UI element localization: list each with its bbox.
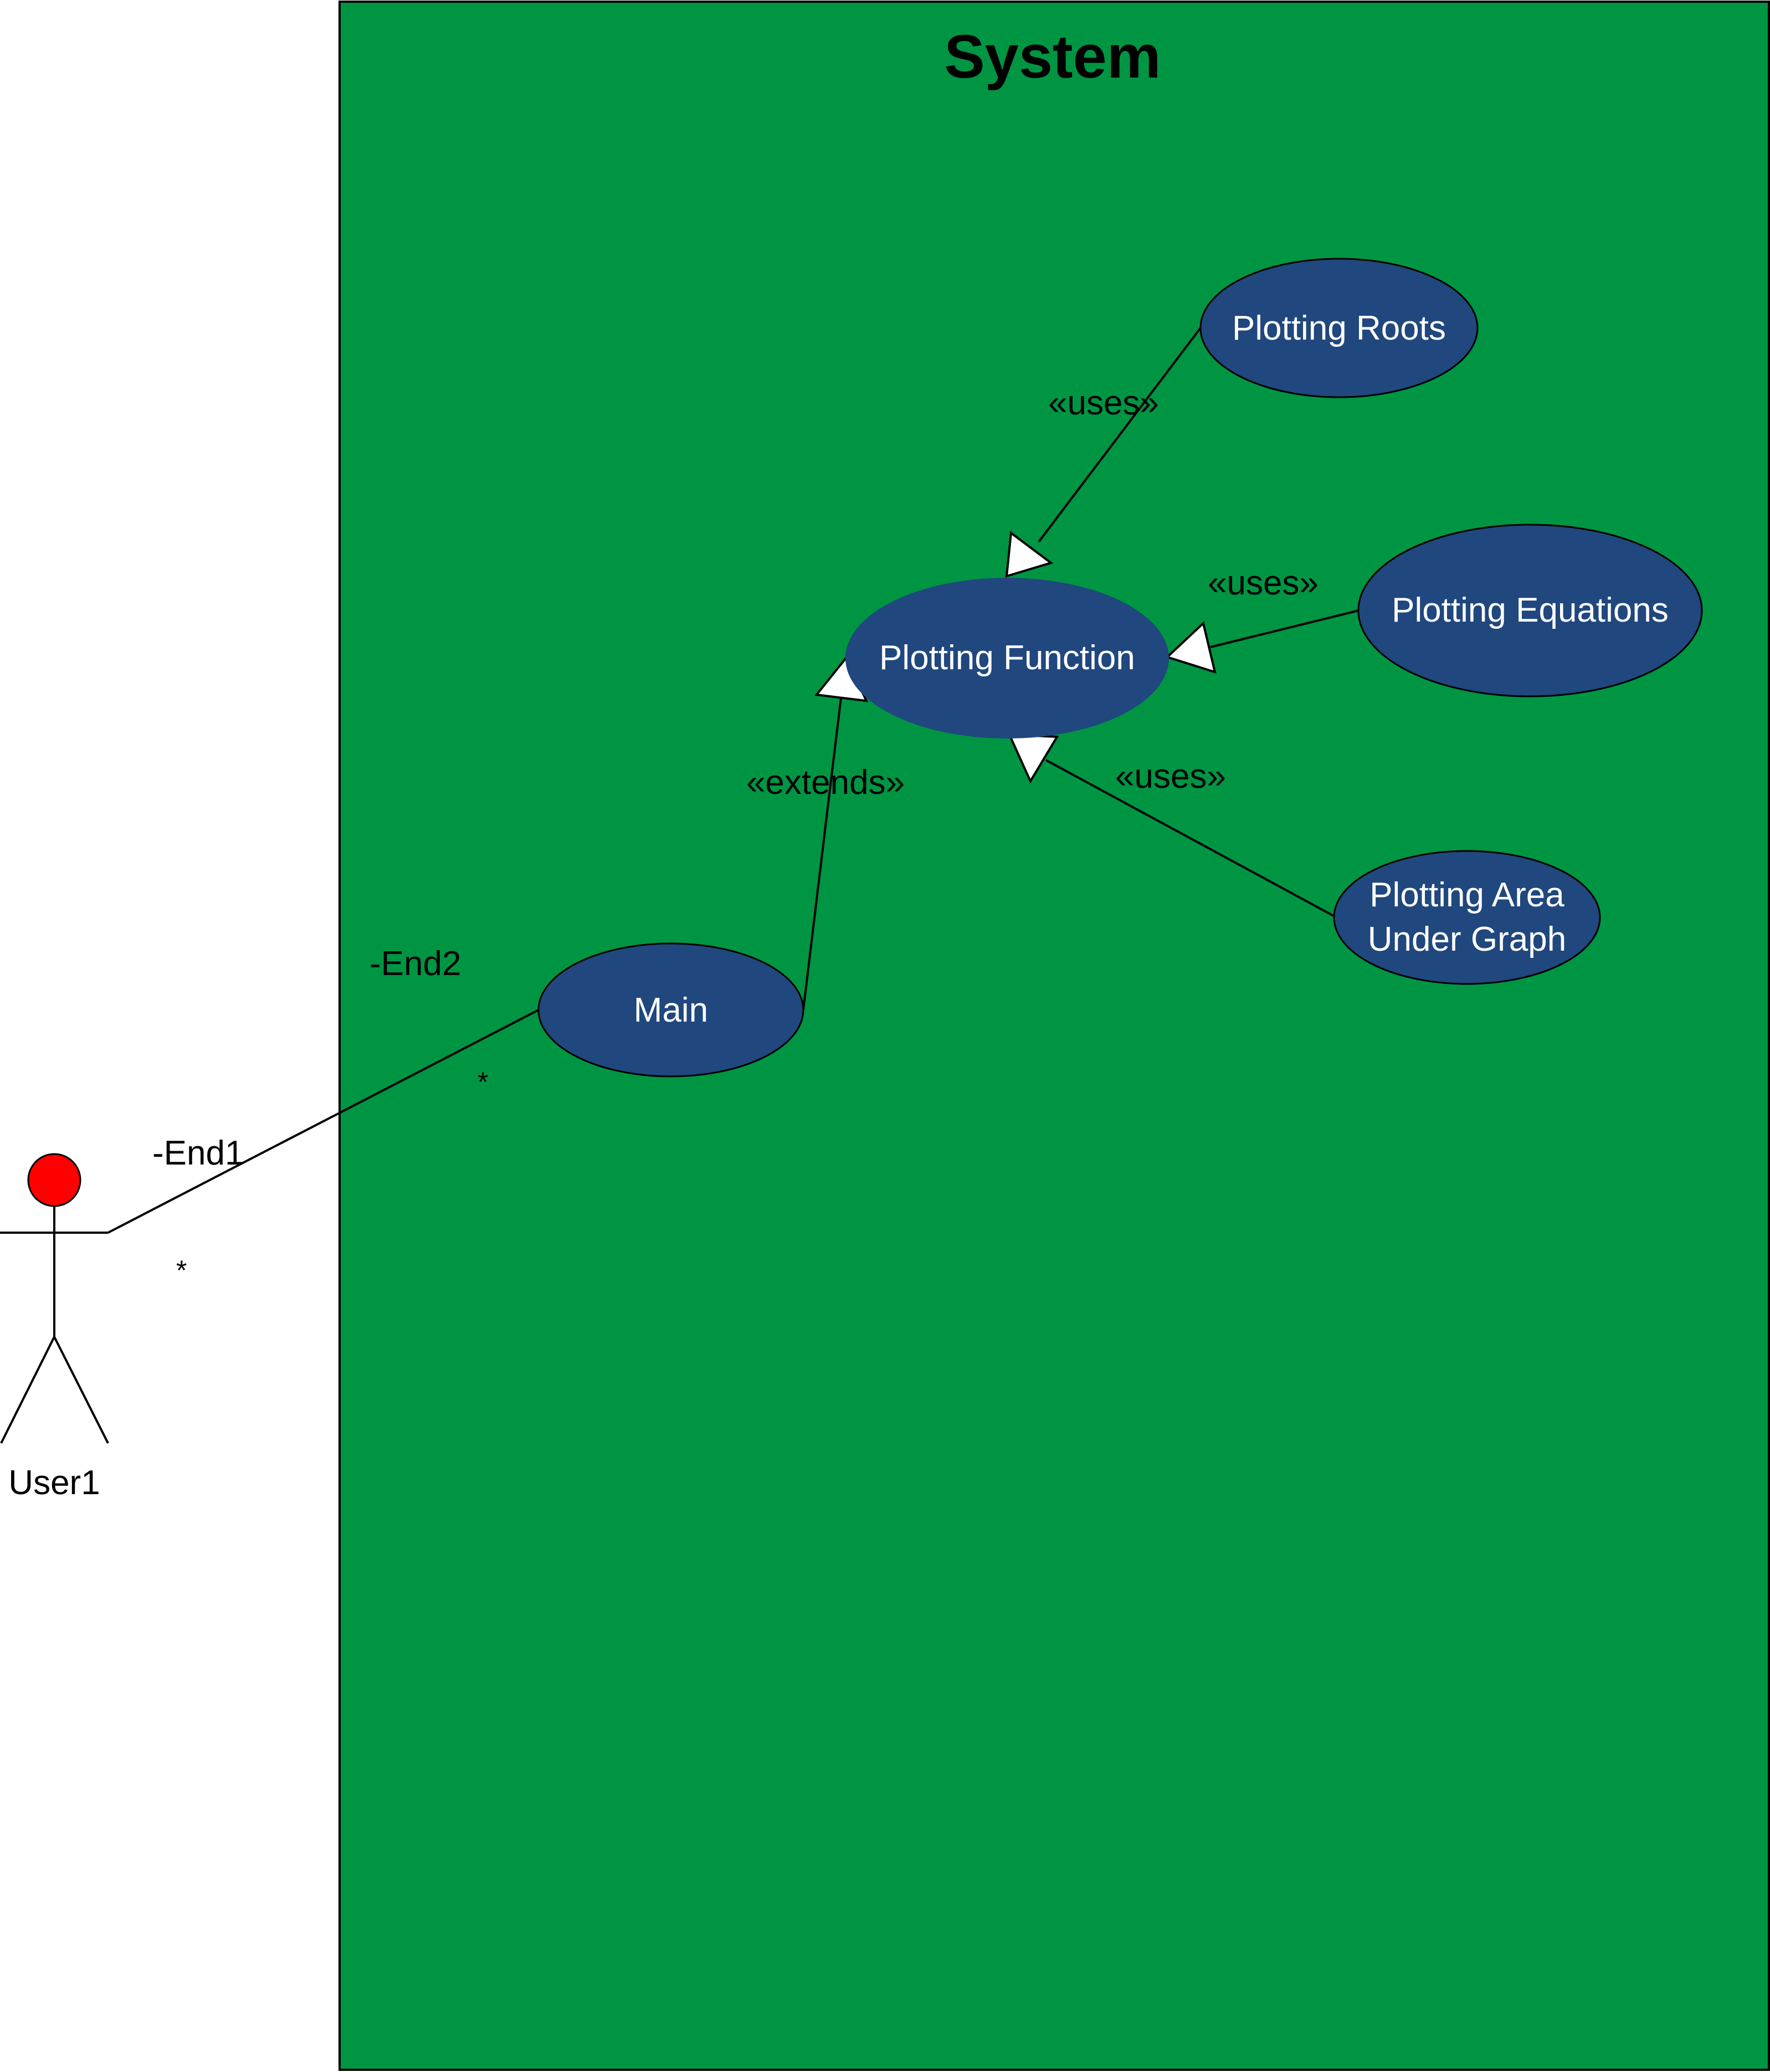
usecase-plotting-function-shape	[845, 578, 1169, 738]
system-title: System	[944, 23, 1161, 91]
usecase-plotting-function[interactable]: Plotting Function	[845, 578, 1169, 738]
usecase-plotting-area-label-line2: Under Graph	[1368, 920, 1566, 958]
usecase-plotting-function-label: Plotting Function	[879, 639, 1135, 677]
roots-uses-arrowhead	[1005, 531, 1054, 578]
area-uses-line	[1045, 759, 1334, 917]
actor-right-leg	[53, 1336, 109, 1444]
usecase-plotting-area-label-line1: Plotting Area	[1369, 876, 1564, 914]
usecase-plotting-roots-shape	[1199, 258, 1479, 398]
extends-stereotype-label: «extends»	[746, 763, 905, 802]
roots-uses-line	[1038, 327, 1202, 543]
usecase-main-label: Main	[634, 991, 708, 1029]
association-multiplicity-end2: *	[478, 1066, 488, 1097]
usecase-plotting-equations[interactable]: Plotting Equations	[1357, 524, 1703, 697]
association-line	[107, 1009, 539, 1234]
actor-name-label: User1	[8, 1464, 100, 1502]
usecase-plotting-equations-label: Plotting Equations	[1392, 591, 1669, 629]
equations-uses-stereotype-label: «uses»	[1208, 564, 1318, 602]
usecase-main[interactable]: Main	[537, 942, 804, 1078]
actor-user1[interactable]: User1	[0, 1153, 109, 1502]
equations-uses-arrowhead	[1165, 621, 1217, 674]
usecase-plotting-area[interactable]: Plotting Area Under Graph	[1333, 850, 1601, 985]
actor-head	[27, 1153, 81, 1207]
extends-line	[802, 697, 842, 1011]
usecase-main-shape	[537, 942, 804, 1078]
area-uses-stereotype-label: «uses»	[1115, 757, 1226, 796]
usecase-plotting-equations-shape	[1357, 524, 1703, 697]
usecase-plotting-area-shape	[1333, 850, 1601, 985]
actor-left-leg	[0, 1336, 55, 1444]
association-multiplicity-end1: *	[176, 1255, 187, 1286]
association-role-end1: -End1	[152, 1134, 244, 1172]
usecase-plotting-roots-label: Plotting Roots	[1232, 309, 1446, 347]
roots-uses-stereotype-label: «uses»	[1048, 384, 1159, 422]
equations-uses-line	[1210, 609, 1359, 648]
association-role-end2: -End2	[370, 945, 461, 983]
usecase-plotting-roots[interactable]: Plotting Roots	[1199, 258, 1479, 398]
